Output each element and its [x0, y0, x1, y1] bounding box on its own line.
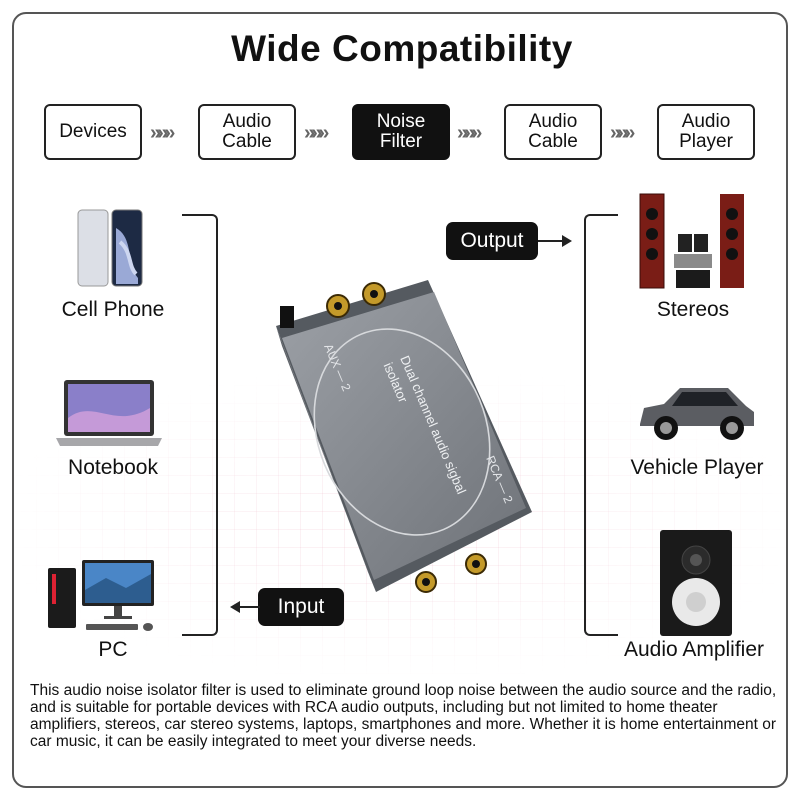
input-arrow-line [238, 606, 260, 608]
vehicle-player-icon [640, 388, 754, 440]
input-arrow-head-icon [230, 601, 240, 613]
output-arrow-line [538, 240, 566, 242]
flow-step-devices: Devices [44, 104, 142, 160]
flow-step-noise-filter: Noise Filter [352, 104, 450, 160]
flow-arrow-4: »»» [610, 122, 635, 144]
noise-isolator-device: AUX — 2 Dual channel audio sigbalisolato… [276, 280, 532, 593]
cell-phone-icon [77, 209, 143, 287]
output-label: Output [446, 222, 538, 260]
description-text: This audio noise isolator filter is used… [30, 682, 777, 750]
input-label: Input [258, 588, 344, 626]
flow-arrow-2: »»» [304, 122, 329, 144]
stereos-icon [639, 193, 744, 289]
vehicle-player-label: Vehicle Player [630, 456, 764, 479]
pc-label: PC [98, 638, 128, 661]
flow-step-audio-cable-2: Audio Cable [504, 104, 602, 160]
audio-amplifier-icon [660, 530, 732, 636]
flow-arrow-1: »»» [150, 122, 175, 144]
notebook-label: Notebook [68, 456, 158, 479]
flow-step-audio-cable-1: Audio Cable [198, 104, 296, 160]
output-arrow-head-icon [562, 235, 572, 247]
flow-step-audio-player: Audio Player [657, 104, 755, 160]
flow-arrow-3: »»» [457, 122, 482, 144]
audio-amplifier-label: Audio Amplifier [623, 638, 765, 661]
page-title: Wide Compatibility [231, 28, 573, 69]
product-infographic: Wide Compatibility Devices »»» Audio Cab… [12, 12, 788, 788]
left-bracket [182, 214, 218, 636]
right-bracket [584, 214, 618, 636]
stereos-label: Stereos [656, 298, 730, 321]
notebook-icon [56, 380, 162, 446]
cell-phone-label: Cell Phone [61, 298, 165, 321]
pc-icon [48, 560, 154, 631]
